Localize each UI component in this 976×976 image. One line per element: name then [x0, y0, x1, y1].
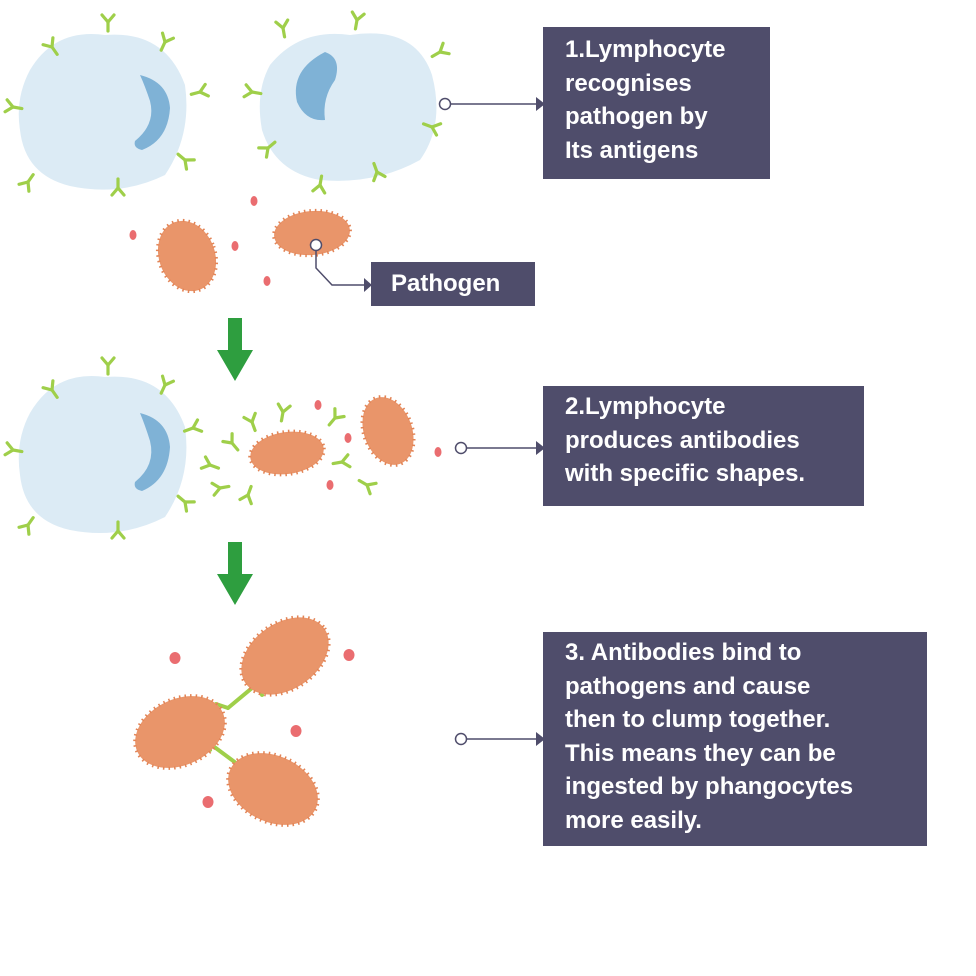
down-arrow-icon: [217, 318, 253, 381]
lymphocyte-cell: [3, 13, 210, 197]
pathogen-label: Pathogen: [371, 262, 535, 306]
step-3-line: more easily.: [565, 806, 702, 834]
pathogen: [133, 694, 227, 770]
down-arrow-icon: [217, 542, 253, 605]
antigen-dots: [314, 400, 442, 490]
step-3-label: 3. Antibodies bind to pathogens and caus…: [543, 632, 927, 846]
connector-step1: [438, 97, 545, 111]
step-1-line: pathogen by: [565, 103, 708, 130]
pathogen: [155, 218, 219, 294]
nucleus: [295, 52, 338, 121]
step-2-line: with specific shapes.: [565, 460, 806, 487]
pathogen: [272, 208, 352, 258]
pathogen-label-text: Pathogen: [391, 270, 501, 297]
pathogen: [360, 395, 416, 467]
step-3-line: 3. Antibodies bind to: [565, 639, 802, 666]
step-2-line: 2.Lymphocyte: [565, 393, 726, 420]
connector-step2: [454, 441, 545, 455]
nucleus: [134, 413, 170, 491]
connector-step3: [454, 732, 545, 746]
pathogen: [226, 751, 320, 827]
lymphocyte-cell: [3, 356, 204, 540]
pathogen: [248, 429, 326, 477]
step-1-line: Its antigens: [565, 136, 699, 164]
step-1-line: recognises: [565, 69, 692, 97]
step-3-line: This means they can be: [565, 739, 836, 767]
step-3-line: then to clump together.: [565, 706, 831, 733]
lymphocyte-cell: [242, 10, 451, 195]
step-2-line: produces antibodies: [565, 426, 800, 454]
antigen-dots: [169, 649, 355, 808]
connector-pathogen: [309, 238, 372, 292]
antigen-dots: [129, 196, 271, 286]
nucleus: [134, 75, 170, 150]
pathogen: [239, 615, 331, 697]
step-1-line: 1.Lymphocyte: [565, 36, 726, 63]
step-1-label: 1.Lymphocyte recognises pathogen by Its …: [543, 27, 770, 179]
step-2-label: 2.Lymphocyte produces antibodies with sp…: [543, 386, 864, 506]
step-3-line: ingested by phangocytes: [565, 773, 854, 800]
step-3-line: pathogens and cause: [565, 672, 811, 700]
